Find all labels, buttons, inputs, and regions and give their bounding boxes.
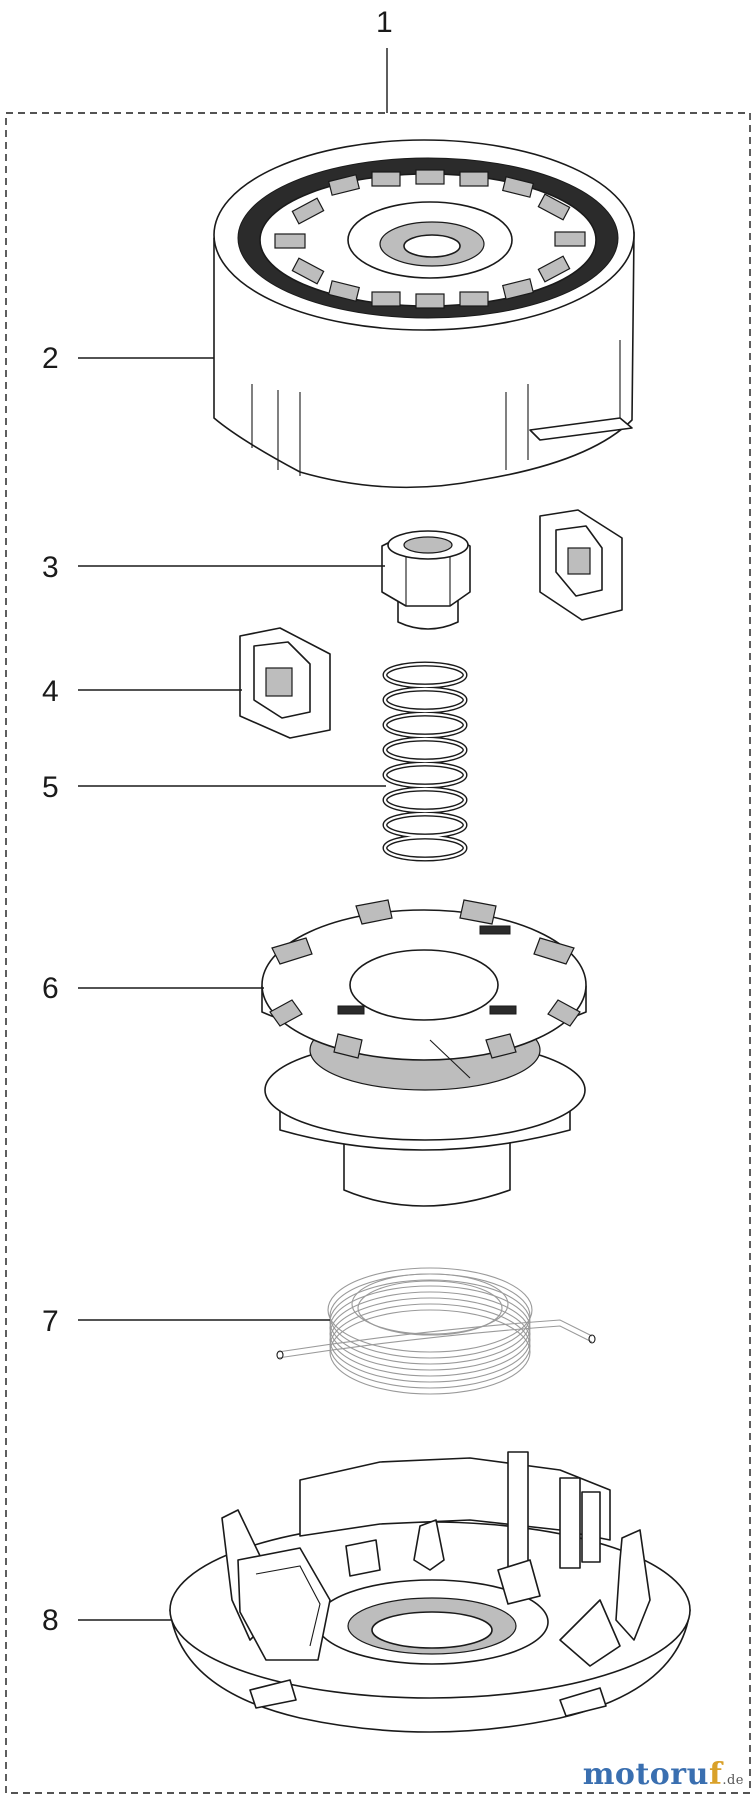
part-6-spool [261, 899, 587, 1207]
part-2-top-cap [213, 139, 635, 489]
callout-2: 2 [42, 342, 59, 375]
part-4-eyelet [239, 627, 331, 739]
part-8-base [169, 1451, 691, 1733]
watermark-main: motoru [582, 1757, 709, 1792]
callout-5: 5 [42, 771, 59, 804]
part-3-nut [381, 530, 471, 630]
part-5-spring [382, 661, 468, 862]
watermark-tld: .de [722, 1773, 744, 1788]
watermark-accent: f [708, 1757, 723, 1792]
watermark-logo: motoruf.de [583, 1757, 744, 1792]
callout-3: 3 [42, 551, 59, 584]
callout-8: 8 [42, 1604, 59, 1637]
callout-6: 6 [42, 972, 59, 1005]
callout-4: 4 [42, 675, 59, 708]
part-7-line-coil [276, 1267, 596, 1395]
callout-1: 1 [376, 6, 393, 39]
assembly-boundary [5, 112, 751, 1794]
eyelet-right [539, 509, 623, 621]
callout-7: 7 [42, 1305, 59, 1338]
